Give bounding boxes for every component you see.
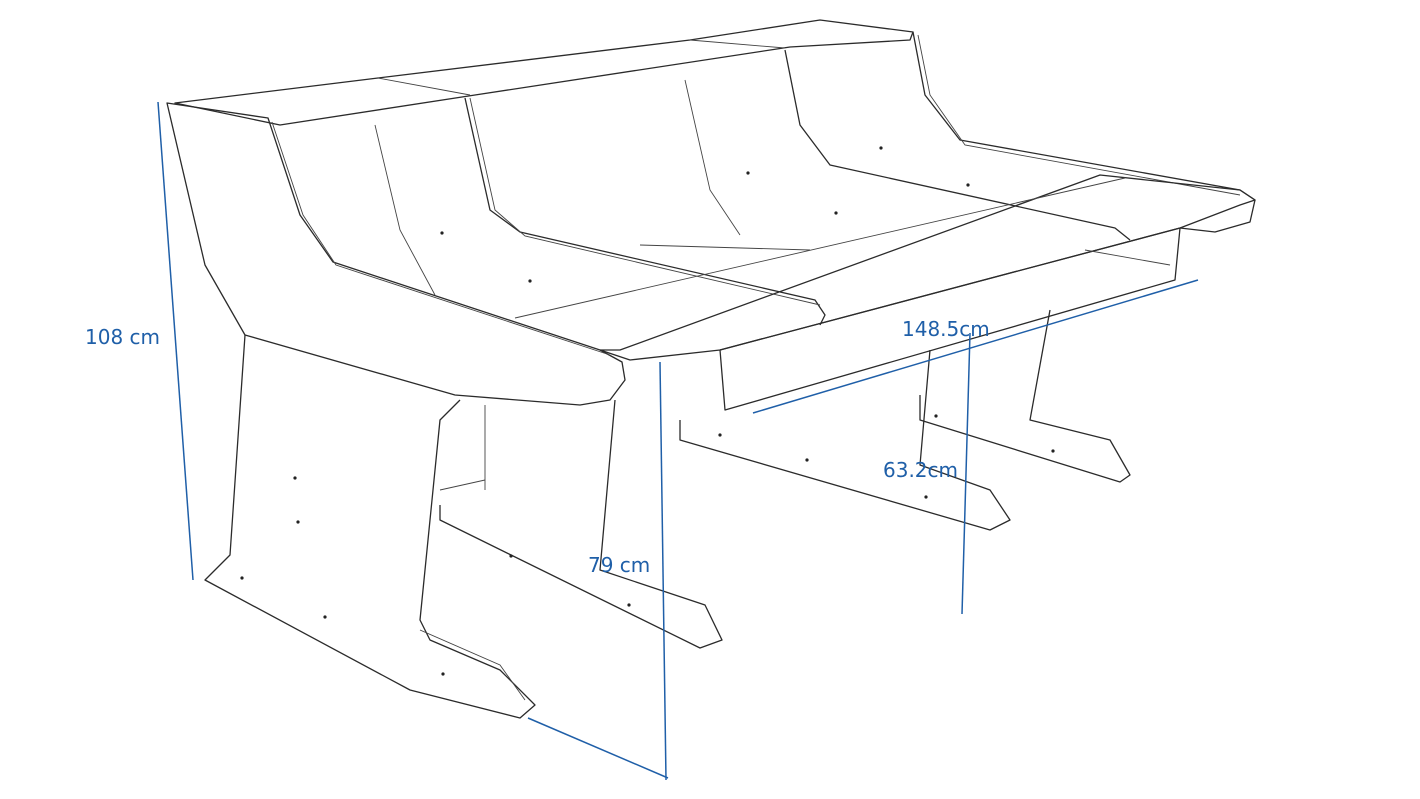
- dimension-line-79: [659, 361, 667, 781]
- screw-holes: [240, 146, 1055, 676]
- keyboard-tray: [719, 227, 1181, 411]
- left-leg: [204, 334, 536, 719]
- dimension-line-108: [157, 101, 194, 581]
- middle-divider: [464, 97, 826, 326]
- dimension-extension-line: [527, 717, 669, 779]
- dimension-line-63: [961, 332, 971, 615]
- dimension-label-height-total: 108 cm: [85, 325, 161, 349]
- dimension-label-width: 148.5cm: [902, 317, 990, 341]
- dimension-label-desk-height: 79 cm: [588, 553, 651, 577]
- right-side-panel: [912, 31, 1256, 233]
- top-shelf: [174, 19, 914, 126]
- dimension-label-keyboard-height: 63.2cm: [883, 458, 959, 482]
- dimension-lines: [157, 101, 1199, 781]
- back-right-leg: [919, 309, 1131, 483]
- desk-surface: [599, 174, 1256, 361]
- back-middle-leg: [679, 349, 1011, 531]
- dimension-line-148: [752, 279, 1199, 414]
- left-side-panel: [166, 102, 626, 406]
- middle-leg-front: [439, 399, 723, 649]
- right-divider: [784, 49, 1131, 241]
